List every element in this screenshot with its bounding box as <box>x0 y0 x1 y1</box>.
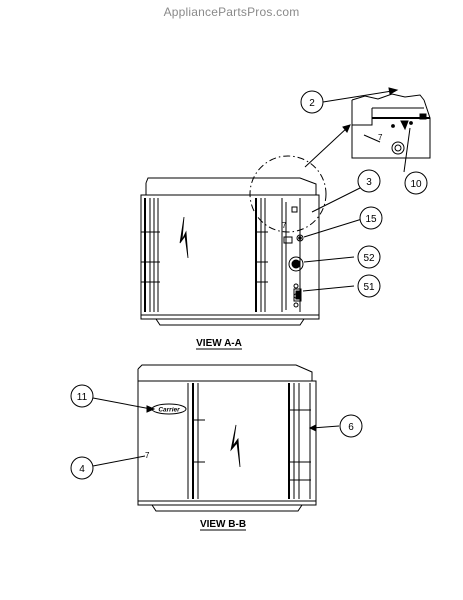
view-a-leaders <box>302 186 363 292</box>
callout-52-number: 52 <box>363 253 375 264</box>
callout-52: 52 <box>357 245 381 269</box>
callout-3-number: 3 <box>366 177 372 188</box>
callout-2-number: 2 <box>309 98 315 109</box>
callout-10: 10 <box>404 171 428 195</box>
carrier-logo-text: Carrier <box>158 407 180 414</box>
detail-inset <box>304 87 431 173</box>
callout-6: 6 <box>339 414 363 438</box>
callout-11: 11 <box>70 384 94 408</box>
view-b-leaders <box>92 397 340 467</box>
unit-view-a <box>140 155 327 326</box>
callout-15-number: 15 <box>365 214 377 225</box>
unit-view-b <box>137 364 317 512</box>
view-b-label-group: VIEW B-B <box>200 519 246 531</box>
callout-10-number: 10 <box>410 179 422 190</box>
view-b-label: VIEW B-B <box>200 519 246 530</box>
view-a-components <box>288 234 304 302</box>
callout-15: 15 <box>359 206 383 230</box>
callout-4-number: 4 <box>79 464 85 475</box>
view-a-label: VIEW A-A <box>196 338 242 349</box>
callout-2: 2 <box>300 90 324 114</box>
watermark-text: AppliancePartsPros.com <box>163 5 300 19</box>
callout-4: 4 <box>70 456 94 480</box>
callout-3: 3 <box>357 169 381 193</box>
callout-11-number: 11 <box>77 392 88 403</box>
view-a-label-group: VIEW A-A <box>196 338 242 350</box>
callout-51: 51 <box>357 274 381 298</box>
mark-seven-inset: 7 <box>378 133 383 142</box>
callout-51-number: 51 <box>363 282 375 293</box>
callout-6-number: 6 <box>348 422 354 433</box>
mark-seven-view-b: 7 <box>145 451 150 460</box>
mark-seven-view-a: 7 <box>282 221 287 230</box>
